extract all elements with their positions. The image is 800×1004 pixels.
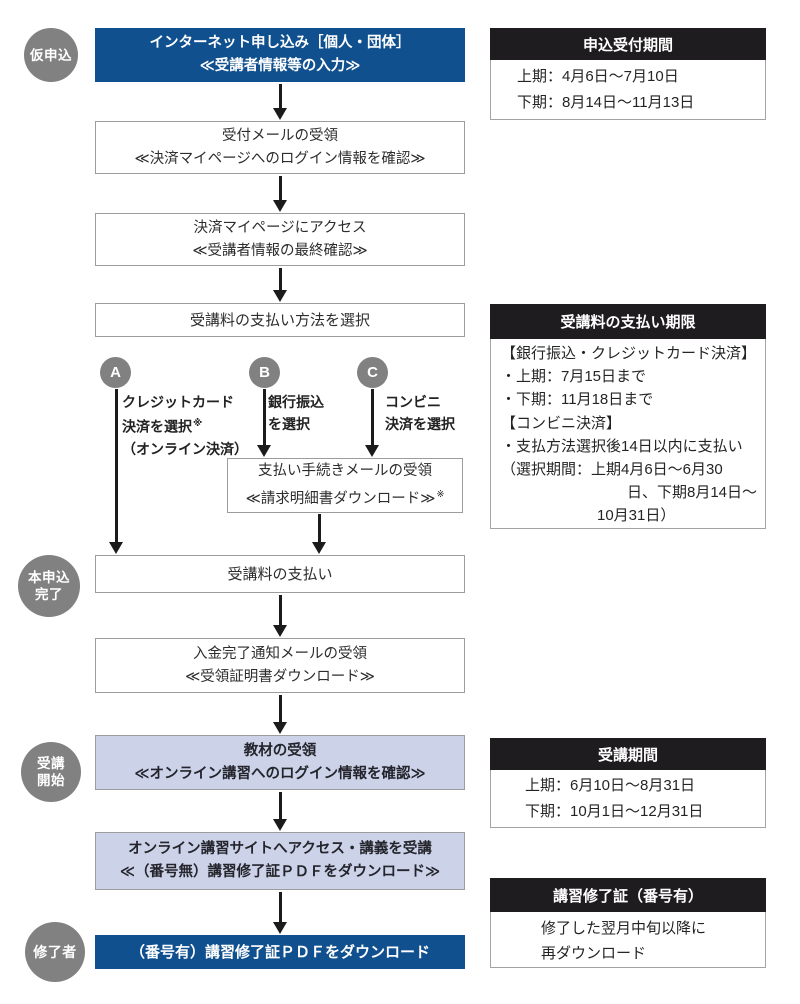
flow-step-pay-course-fee: 受講料の支払い [95, 555, 465, 593]
panel-certificate: 講習修了証（番号有） 修了した翌月中旬以降に 再ダウンロード [490, 878, 766, 968]
step-title: （番号有）講習修了証ＰＤＦをダウンロード [129, 943, 430, 961]
stage-badge-provisional-application: 仮申込 [24, 28, 78, 82]
arrow-down-icon [273, 595, 287, 637]
step-title: 受付メールの受領 [222, 127, 338, 144]
branch-b-badge: B [249, 357, 280, 388]
panel-body: 上期：6月10日～8月31日 下期：10月1日～12月31日 [490, 770, 766, 828]
stage-badge-application-complete: 本申込 完了 [18, 555, 80, 617]
step-note: ≪オンライン講習へのログイン情報を確認≫ [134, 765, 426, 782]
step-title: 受講料の支払い方法を選択 [189, 311, 370, 329]
stage-label: 完了 [35, 587, 63, 602]
step-note: ≪受講者情報等の入力≫ [199, 58, 361, 74]
panel-title: 講習修了証（番号有） [490, 878, 766, 912]
flow-step-select-payment-method: 受講料の支払い方法を選択 [95, 303, 465, 337]
branch-a-label: クレジットカード 決済を選択※ （オンライン決済） [122, 394, 248, 457]
flow-step-access-payment-mypage: 決済マイページにアクセス ≪受講者情報の最終確認≫ [95, 213, 465, 266]
panel-title: 申込受付期間 [490, 28, 766, 60]
panel-payment-deadline: 受講料の支払い期限 【銀行振込・クレジットカード決済】 ・上期：7月15日まで … [490, 304, 766, 529]
step-title: 支払い手続きメールの受領 [258, 463, 432, 480]
flow-step-internet-application: インターネット申し込み［個人・団体］ ≪受講者情報等の入力≫ [95, 28, 465, 82]
asterisk-marker: ※ [193, 418, 203, 429]
stage-badge-graduate: 修了者 [25, 922, 85, 982]
asterisk-marker: ※ [436, 489, 445, 501]
step-title: 教材の受領 [243, 742, 317, 759]
arrow-down-icon [273, 792, 287, 831]
panel-title: 受講料の支払い期限 [490, 304, 766, 339]
arrow-down-icon-branch-merge [312, 514, 326, 554]
flow-step-receive-materials: 教材の受領 ≪オンライン講習へのログイン情報を確認≫ [95, 735, 465, 790]
arrow-down-icon [273, 176, 287, 212]
panel-body: 【銀行振込・クレジットカード決済】 ・上期：7月15日まで ・下期：11月18日… [490, 339, 766, 529]
flow-step-receive-acceptance-mail: 受付メールの受領 ≪決済マイページへのログイン情報を確認≫ [95, 121, 465, 174]
branch-b-label: 銀行振込 を選択 [268, 394, 324, 432]
panel-body: 修了した翌月中旬以降に 再ダウンロード [490, 912, 766, 968]
flow-step-download-certificate: （番号有）講習修了証ＰＤＦをダウンロード [95, 935, 465, 969]
stage-label: 仮申込 [30, 47, 72, 63]
arrow-down-icon [273, 695, 287, 734]
arrow-down-icon [273, 892, 287, 934]
arrow-down-icon [273, 268, 287, 302]
step-note: ≪（番号無）講習修了証ＰＤＦをダウンロード≫ [119, 864, 441, 880]
stage-label: 本申込 [28, 570, 70, 585]
stage-label: 修了者 [33, 943, 77, 960]
flow-step-payment-procedure-mail: 支払い手続きメールの受領 ≪請求明細書ダウンロード≫※ [227, 458, 463, 513]
panel-course-period: 受講期間 上期：6月10日～8月31日 下期：10月1日～12月31日 [490, 738, 766, 828]
step-title: 受講料の支払い [227, 565, 333, 583]
step-title: オンライン講習サイトへアクセス・講義を受講 [128, 841, 432, 857]
panel-body: 上期：4月6日～7月10日 下期：8月14日～11月13日 [490, 60, 766, 120]
step-title: 入金完了通知メールの受領 [193, 645, 367, 662]
step-note: ≪受講者情報の最終確認≫ [192, 242, 368, 259]
step-note: ≪請求明細書ダウンロード≫※ [245, 489, 445, 507]
arrow-down-icon-branch-a [109, 389, 123, 554]
branch-c-badge: C [357, 357, 388, 388]
step-note: ≪決済マイページへのログイン情報を確認≫ [134, 150, 426, 167]
stage-badge-course-start: 受講 開始 [21, 742, 81, 802]
step-title: 決済マイページにアクセス [193, 219, 367, 236]
step-note: ≪受領証明書ダウンロード≫ [185, 668, 375, 685]
flow-step-attend-online-course: オンライン講習サイトへアクセス・講義を受講 ≪（番号無）講習修了証ＰＤＦをダウン… [95, 832, 465, 890]
panel-application-period: 申込受付期間 上期：4月6日～7月10日 下期：8月14日～11月13日 [490, 28, 766, 120]
step-title: インターネット申し込み［個人・団体］ [149, 35, 411, 51]
panel-title: 受講期間 [490, 738, 766, 770]
stage-label: 受講 [37, 756, 65, 771]
arrow-down-icon [273, 84, 287, 120]
branch-c-label: コンビニ 決済を選択 [385, 394, 455, 432]
arrow-down-icon-branch-c [365, 389, 379, 457]
stage-label: 開始 [37, 773, 65, 788]
flow-step-payment-complete-mail: 入金完了通知メールの受領 ≪受領証明書ダウンロード≫ [95, 638, 465, 693]
arrow-down-icon-branch-b [257, 389, 271, 457]
branch-a-badge: A [100, 357, 131, 388]
